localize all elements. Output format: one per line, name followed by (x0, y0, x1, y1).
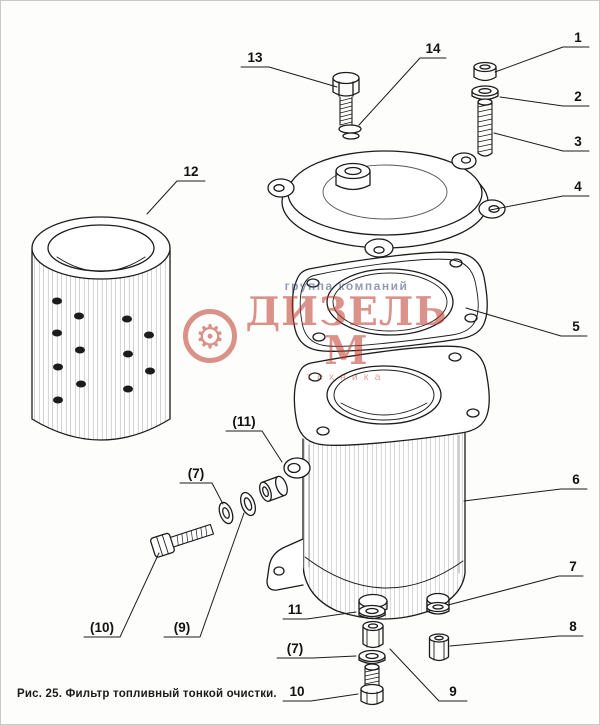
filter-element-holes (52, 297, 155, 404)
part-washer-7-left (218, 501, 234, 525)
callout-5: 5 (572, 319, 580, 334)
part-washer-9-left (239, 491, 257, 517)
callout-12: 12 (183, 164, 198, 179)
part-washer-2 (471, 85, 499, 101)
callout-3: 3 (574, 134, 582, 149)
part-washer-7-bottom (358, 649, 386, 665)
part-gasket-5 (291, 251, 488, 352)
callout-14: 14 (425, 41, 441, 56)
part-bolt-3 (477, 98, 493, 157)
part-washer-14 (338, 124, 362, 140)
callout-7: 7 (569, 559, 577, 574)
callout-9-bottom: 9 (449, 684, 457, 699)
callout-8: 8 (569, 619, 577, 634)
leader-lines (83, 46, 590, 702)
part-nipple-9-bottom (362, 620, 384, 649)
part-washer-7-right (426, 601, 450, 615)
callout-7-paren: (7) (188, 466, 205, 481)
callout-10-paren: (10) (90, 620, 114, 635)
part-nipple-11-left (259, 475, 288, 502)
callout-13: 13 (247, 50, 263, 65)
callout-11-bottom: 11 (288, 602, 303, 617)
part-filter-element-12 (31, 216, 171, 441)
part-cover-4 (267, 150, 506, 258)
part-bolt-13 (332, 71, 360, 126)
callout-7-paren-bottom: (7) (287, 641, 304, 656)
callout-4: 4 (574, 179, 582, 194)
callout-labels: 1 2 3 4 5 6 7 8 13 14 12 (11) (7) (10) (… (90, 30, 582, 699)
callout-2: 2 (574, 89, 582, 104)
part-nut-8 (428, 633, 450, 662)
part-housing-6 (266, 345, 490, 620)
figure-caption: Рис. 25. Фильтр топливный тонкой очистки… (17, 688, 277, 700)
callout-9-paren: (9) (174, 620, 191, 635)
part-bolt-10-bottom (360, 663, 384, 706)
part-plug-1 (473, 61, 497, 82)
part-bolt-10-left (149, 523, 215, 558)
callout-10-bottom: 10 (289, 684, 304, 699)
callout-11-paren: (11) (232, 414, 255, 429)
callout-1: 1 (574, 30, 582, 45)
callout-6: 6 (572, 472, 580, 487)
part-washer-11-bottom (358, 604, 386, 620)
